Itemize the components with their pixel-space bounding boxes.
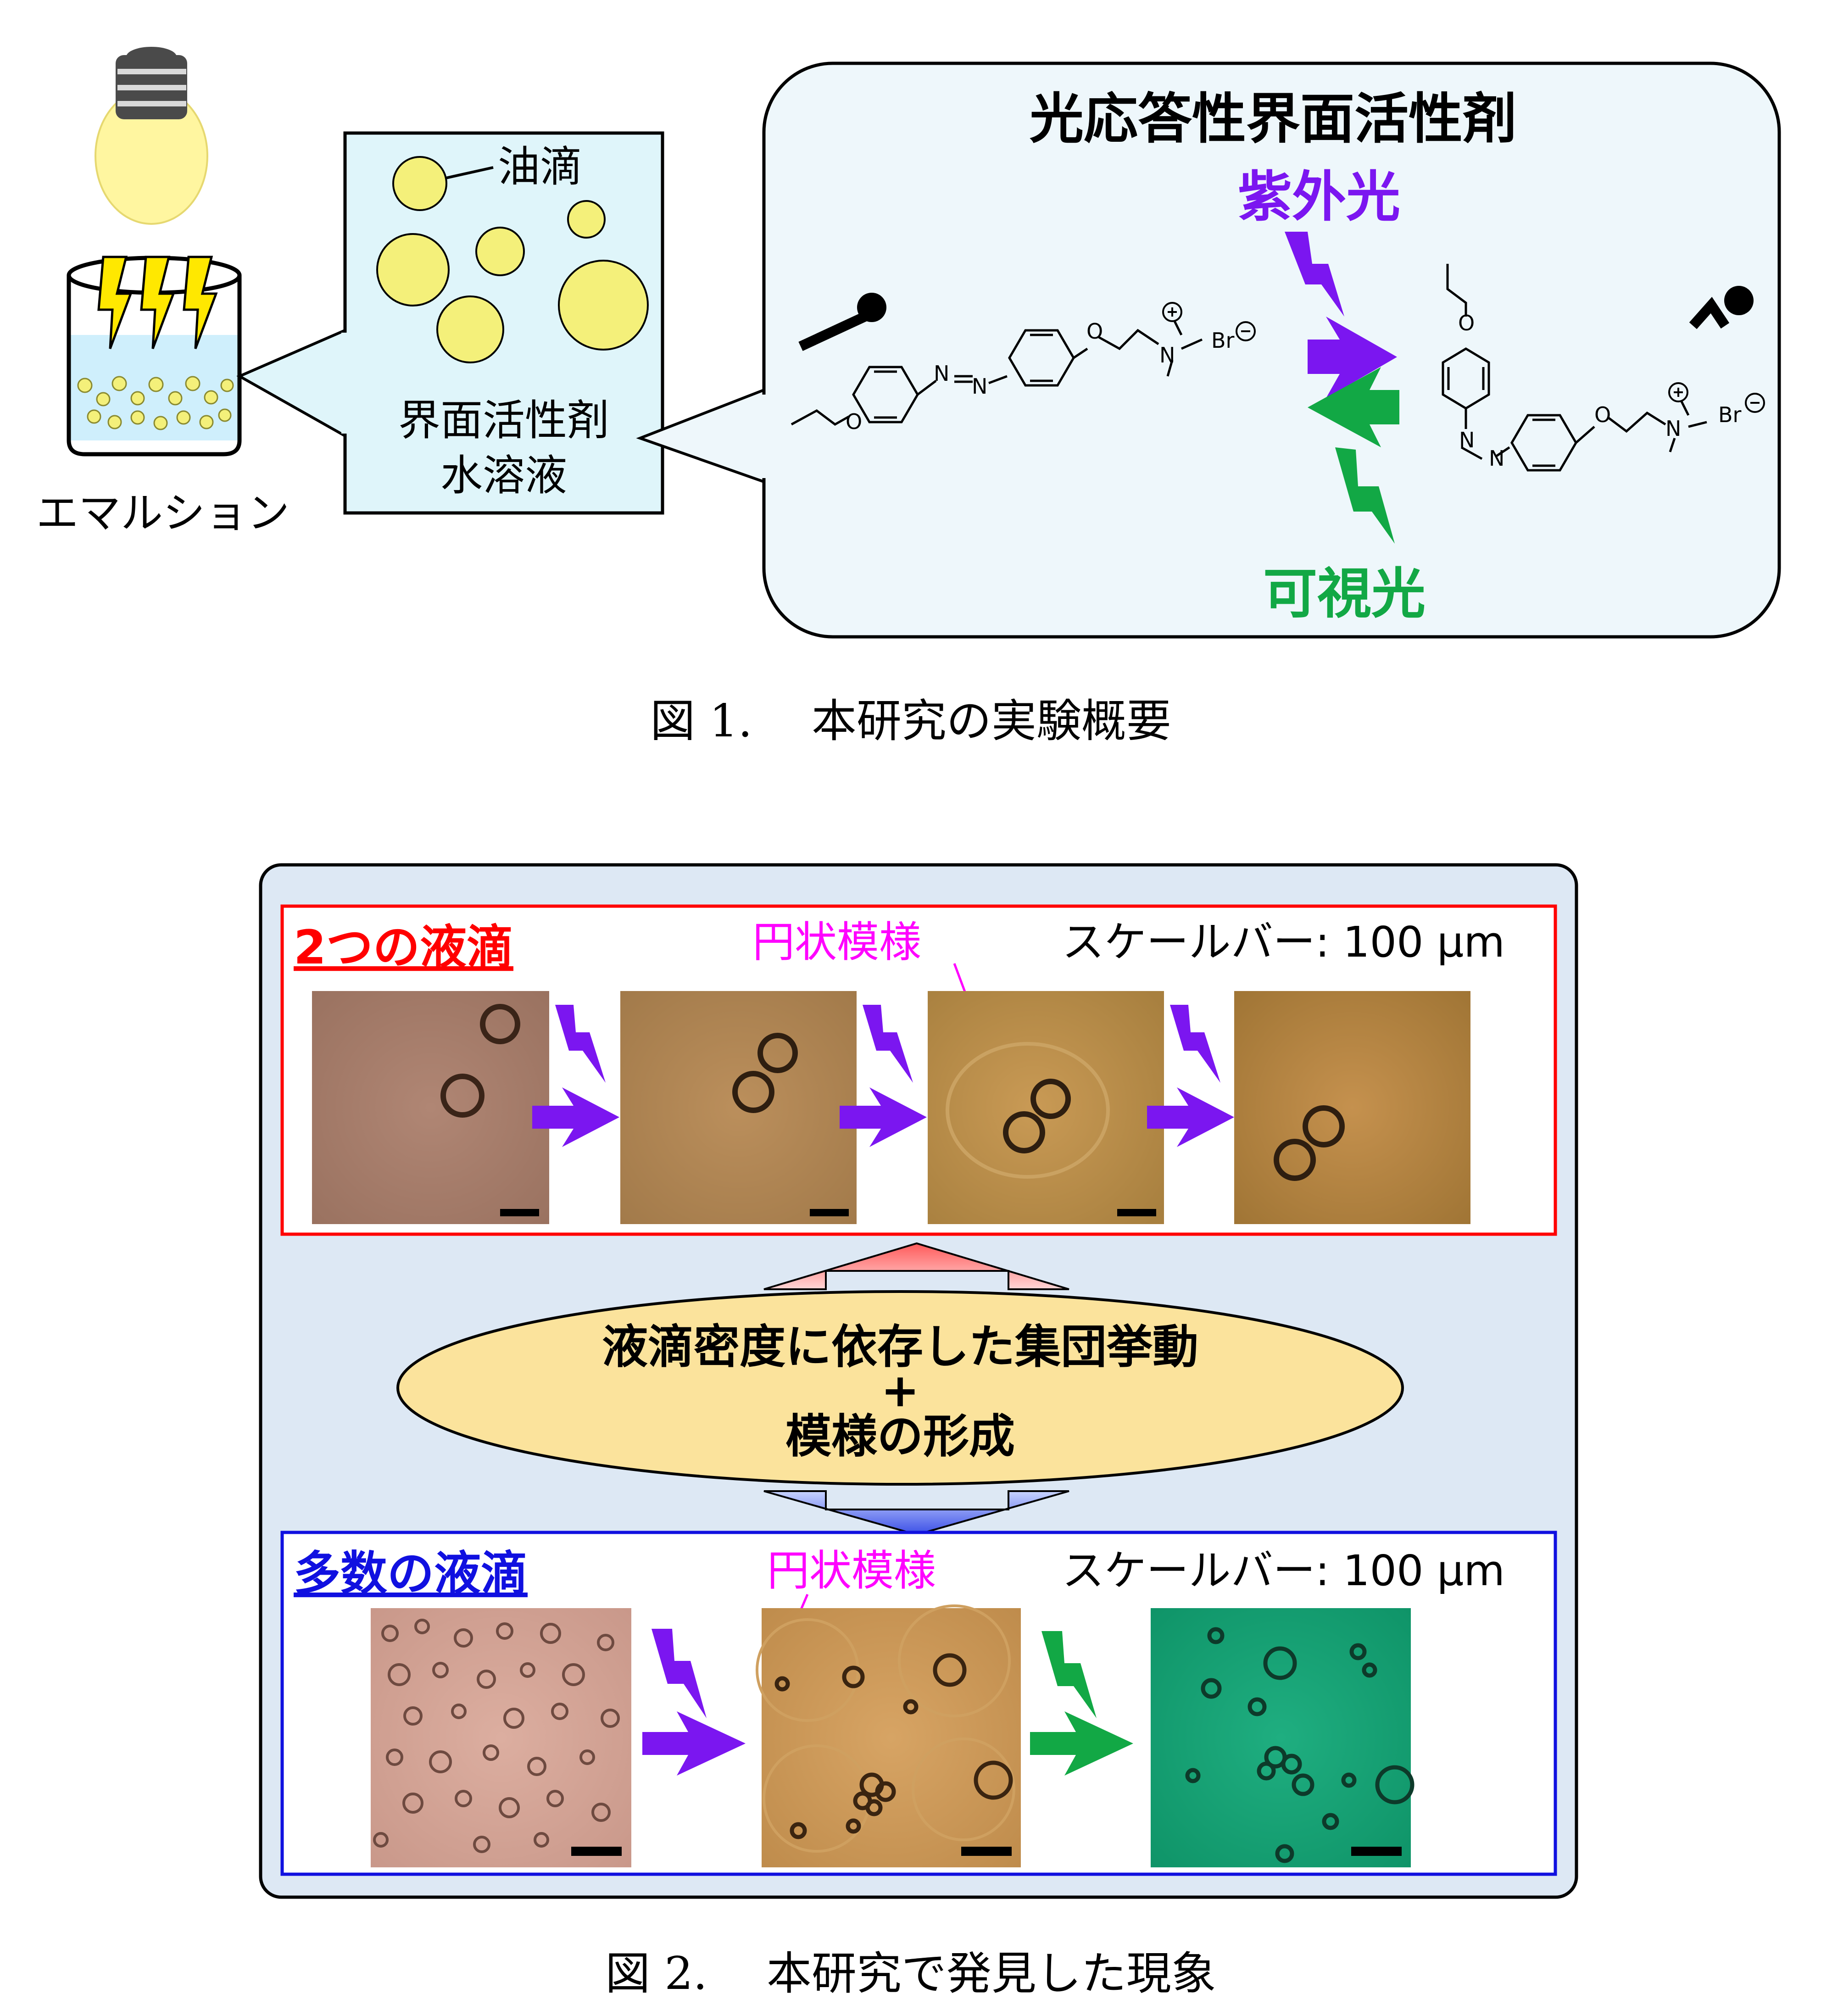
surfactant-solution-label-line2: 水溶液 <box>440 451 567 500</box>
cis-charges <box>1668 382 1765 413</box>
svg-text:Br: Br <box>1211 328 1235 353</box>
svg-text:N: N <box>934 361 949 386</box>
cis-azobenzene-atom-labels: O N N O N Br <box>1458 311 1742 471</box>
vis-label: 可視光 <box>1263 562 1426 625</box>
down-arrow-icon <box>763 1490 1069 1536</box>
top-pattern-label: 円状模様 <box>752 918 921 967</box>
figure-1: エマルション 油滴 界面活性剤 水溶液 光応答性界面活性剤 <box>36 47 1781 747</box>
collective-behavior-ellipse: 液滴密度に依存した集団挙動 + 模様の形成 <box>396 1290 1404 1486</box>
center-line2: 模様の形成 <box>785 1409 1015 1463</box>
micrograph <box>371 1608 631 1867</box>
uv-arrow-icon <box>1308 317 1397 398</box>
svg-text:O: O <box>846 409 862 434</box>
lightning-icon <box>97 256 218 349</box>
uv-arrow-icon <box>642 1711 746 1776</box>
surfactant-solution-label-line1: 界面活性剤 <box>398 396 609 445</box>
micrograph <box>756 1604 1021 1867</box>
svg-text:Br: Br <box>1718 402 1742 427</box>
micrograph <box>1151 1608 1414 1867</box>
trans-azobenzene-atom-labels: O N N O N Br <box>846 319 1235 434</box>
vis-arrow-icon <box>1308 367 1399 447</box>
center-line1: 液滴密度に依存した集団挙動 <box>602 1320 1198 1374</box>
svg-text:O: O <box>1458 311 1475 335</box>
svg-text:N: N <box>1665 416 1681 441</box>
figure-2: 2つの液滴 円状模様 スケールバー: 100 µm <box>259 863 1578 2000</box>
micrograph <box>1234 991 1470 1224</box>
micrograph <box>312 991 549 1224</box>
bottom-scale-label: スケールバー: 100 µm <box>1062 1546 1505 1595</box>
svg-text:N: N <box>972 374 987 399</box>
uv-lightning-icon <box>652 1629 707 1718</box>
figure1-caption: 図 1. 本研究の実験概要 <box>650 695 1171 747</box>
vis-lightning-icon <box>1041 1631 1097 1718</box>
svg-text:N: N <box>1459 428 1475 452</box>
many-droplets-title: 多数の液滴 <box>294 1547 528 1601</box>
uv-label: 紫外光 <box>1238 165 1400 228</box>
up-arrow-icon <box>763 1242 1069 1290</box>
two-droplets-title: 2つの液滴 <box>294 920 513 975</box>
uv-lightning-icon <box>1285 232 1344 317</box>
top-scale-label: スケールバー: 100 µm <box>1062 918 1505 967</box>
cis-azobenzene-structure <box>1442 264 1754 472</box>
uv-arrow-icon <box>532 1087 1234 1147</box>
light-bulb-icon <box>95 47 208 225</box>
uv-lightning-icon <box>555 1005 1220 1083</box>
trans-charges <box>1162 302 1256 341</box>
oil-droplet <box>376 156 649 363</box>
bottom-pattern-label: 円状模様 <box>767 1546 936 1595</box>
svg-text:O: O <box>1086 319 1103 344</box>
two-droplets-panel: 2つの液滴 円状模様 スケールバー: 100 µm <box>280 904 1557 1236</box>
bubble-title: 光応答性界面活性剤 <box>1030 87 1517 150</box>
micrograph <box>928 991 1164 1224</box>
center-plus: + <box>881 1364 919 1417</box>
svg-text:N: N <box>1489 446 1504 471</box>
vis-arrow-icon <box>1030 1711 1133 1776</box>
trans-azobenzene-structure <box>791 293 1203 426</box>
emulsion-label: エマルション <box>36 489 290 538</box>
figure2-caption: 図 2. 本研究で発見した現象 <box>605 1948 1216 2000</box>
svg-text:N: N <box>1159 343 1175 368</box>
svg-text:O: O <box>1594 402 1611 427</box>
photoresponsive-surfactant-bubble: 光応答性界面活性剤 紫外光 可視光 <box>636 61 1781 639</box>
solution-zoom-panel: 油滴 界面活性剤 水溶液 <box>236 131 664 515</box>
vis-lightning-icon <box>1335 447 1395 544</box>
many-droplets-panel: 多数の液滴 円状模様 スケールバー: 100 µm <box>280 1531 1557 1876</box>
micrograph <box>620 991 857 1224</box>
oil-droplet-label: 油滴 <box>498 142 582 191</box>
